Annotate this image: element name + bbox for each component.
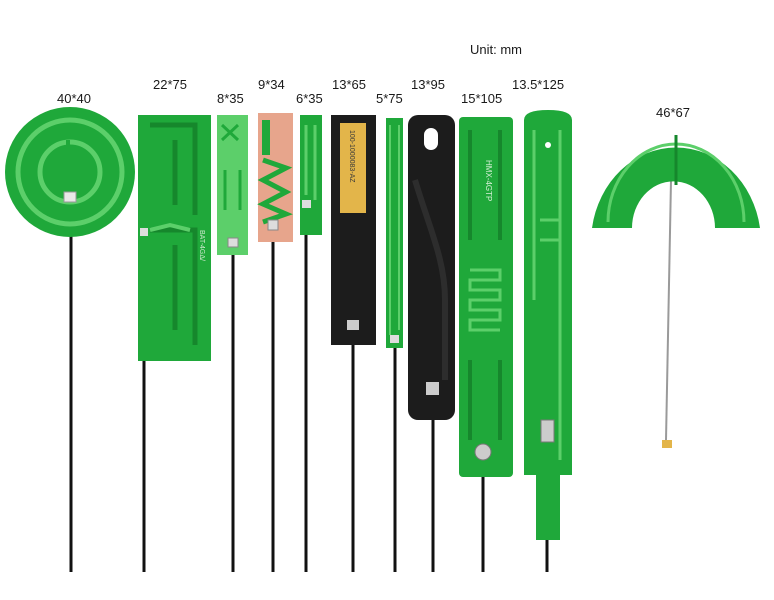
ipex-connector [63, 191, 77, 203]
antenna-5x75 [386, 118, 403, 572]
antenna-arc-46x67 [592, 135, 760, 448]
antenna-13x65: 100-1000083-AZ [331, 115, 376, 572]
antenna-13_5x125 [524, 110, 572, 572]
size-label-22x75: 22*75 [153, 77, 187, 92]
size-label-40x40: 40*40 [57, 91, 91, 106]
size-label-8x35: 8*35 [217, 91, 244, 106]
board-print-13x65: 100-1000083-AZ [348, 130, 355, 183]
size-label-13_5x125: 13.5*125 [512, 77, 565, 92]
antenna-6x35 [300, 115, 322, 572]
size-label-13x65: 13*65 [332, 77, 366, 92]
size-label-13x95: 13*95 [411, 77, 445, 92]
size-label-9x34: 9*34 [258, 77, 285, 92]
size-label-15x105: 15*105 [461, 91, 503, 106]
size-label-5x75: 5*75 [376, 91, 403, 106]
antenna-9x34 [257, 113, 293, 572]
board-print-22x75: BAT-4GΔ/ [198, 230, 205, 261]
antenna-round-40x40 [5, 107, 135, 572]
unit-label: Unit: mm [470, 42, 522, 57]
board-print-15x105: HMX-4GTP [484, 160, 493, 201]
antenna-13x95 [408, 115, 455, 572]
antenna-15x105: HMX-4GTP [459, 117, 513, 572]
antenna-8x35 [217, 115, 248, 572]
size-label-46x67: 46*67 [656, 105, 690, 120]
antenna-22x75: BAT-4GΔ/ [138, 115, 211, 572]
size-label-6x35: 6*35 [296, 91, 323, 106]
